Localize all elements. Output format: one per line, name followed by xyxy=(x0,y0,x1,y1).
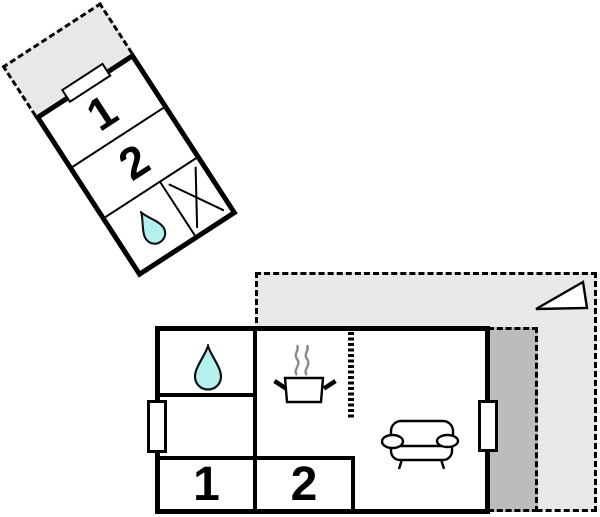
lower-building: 1 2 xyxy=(147,326,498,514)
cooking-pot-icon xyxy=(273,344,337,404)
upper-unit: 1 2 xyxy=(1,2,238,278)
water-drop-icon xyxy=(193,344,223,391)
window-icon xyxy=(147,400,167,453)
upper-storage xyxy=(161,159,231,235)
bedrooms-wall xyxy=(160,456,355,460)
lower-bedroom-2: 2 xyxy=(257,458,351,511)
stairs-icon xyxy=(348,332,354,418)
bathroom-wall xyxy=(160,393,253,397)
upper-bathroom xyxy=(105,181,196,271)
diagonal-cross-icon xyxy=(168,166,225,228)
lower-bedroom-1: 1 xyxy=(160,458,253,511)
interior-wall xyxy=(253,331,257,509)
sofa-icon xyxy=(380,419,460,470)
room-number: 2 xyxy=(290,458,318,511)
upper-building: 1 2 xyxy=(34,52,238,278)
direction-triangle-icon xyxy=(535,280,589,311)
water-drop-icon xyxy=(138,209,166,245)
room-number: 2 xyxy=(109,133,159,191)
room-number: 1 xyxy=(193,458,220,511)
window-icon xyxy=(478,400,498,452)
bedroom2-wall xyxy=(351,460,355,509)
